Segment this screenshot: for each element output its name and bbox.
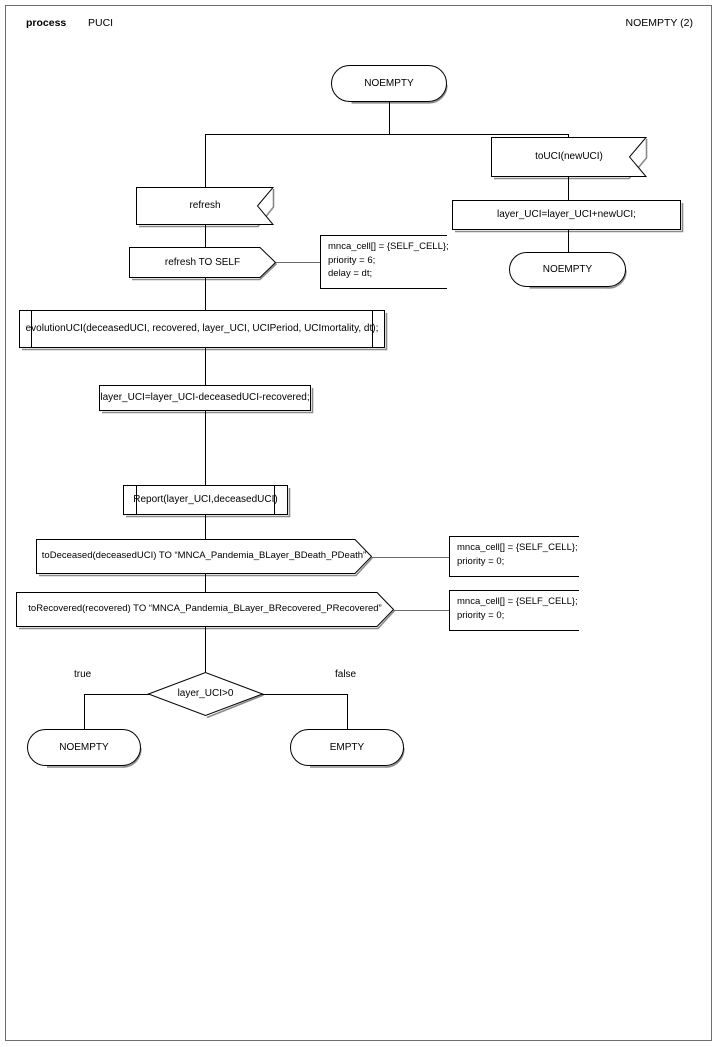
connector-out2-to-out3 [205, 574, 206, 592]
decision-label-false: false [335, 669, 357, 680]
comment-todeceased: mnca_cell[] = {SELF_CELL}; priority = 0; [449, 536, 579, 577]
comment-border-bottom [320, 288, 447, 289]
connector-task-to-state-right [568, 230, 569, 252]
page-frame [5, 5, 712, 1041]
header-page-reference: NOEMPTY (2) [625, 17, 693, 29]
state-false-empty-label: EMPTY [329, 741, 365, 753]
connector-comment-todeceased [372, 557, 450, 558]
input-touci[interactable]: toUCI(newUCI) [491, 137, 648, 180]
output-refresh-to-self-label: refresh TO SELF [164, 256, 241, 268]
output-todeceased[interactable]: toDeceased(deceasedUCI) TO “MNCA_Pandemi… [36, 539, 374, 577]
state-start-noempty[interactable]: NOEMPTY [331, 65, 448, 104]
connector-touci-to-task [568, 177, 569, 200]
input-refresh[interactable]: refresh [136, 187, 275, 228]
comment-border-left [449, 536, 450, 577]
state-right-noempty-label: NOEMPTY [542, 263, 593, 275]
connector-fork-bar [205, 134, 569, 135]
output-todeceased-label: toDeceased(deceasedUCI) TO “MNCA_Pandemi… [41, 550, 367, 562]
output-refresh-to-self[interactable]: refresh TO SELF [129, 247, 278, 281]
task-layer-uci-sub[interactable]: layer_UCI=layer_UCI-deceasedUCI-recovere… [99, 385, 314, 414]
output-torecovered[interactable]: toRecovered(recovered) TO “MNCA_Pandemia… [16, 592, 396, 630]
connector-out3-to-decision [205, 627, 206, 672]
state-right-noempty[interactable]: NOEMPTY [509, 252, 627, 289]
comment-torecovered-text: mnca_cell[] = {SELF_CELL}; priority = 0; [457, 596, 578, 621]
procedure-call-report[interactable]: Report(layer_UCI,deceasedUCI) [123, 485, 291, 518]
comment-border-bottom [449, 630, 579, 631]
connector-decision-false-down [347, 694, 348, 729]
connector-output-to-proc1 [205, 278, 206, 310]
connector-decision-true [84, 694, 149, 695]
comment-refresh-to-self: mnca_cell[] = {SELF_CELL}; priority = 6;… [320, 235, 449, 289]
decision-layer-uci-gt0-label: layer_UCI>0 [177, 688, 234, 700]
task-layer-uci-add-label: layer_UCI=layer_UCI+newUCI; [497, 209, 636, 221]
connector-left-arm [205, 134, 206, 187]
connector-task1-to-proc2 [205, 411, 206, 485]
connector-comment-torecovered [394, 610, 450, 611]
procedure-call-report-label: Report(layer_UCI,deceasedUCI) [133, 494, 278, 506]
connector-start-stem [389, 102, 390, 134]
task-layer-uci-add[interactable]: layer_UCI=layer_UCI+newUCI; [452, 200, 684, 233]
procedure-call-evolutionuci-label: evolutionUCI(deceasedUCI, recovered, lay… [25, 323, 379, 335]
state-true-noempty-label: NOEMPTY [59, 741, 109, 753]
comment-torecovered: mnca_cell[] = {SELF_CELL}; priority = 0; [449, 590, 579, 631]
state-start-label: NOEMPTY [364, 77, 414, 89]
state-false-empty[interactable]: EMPTY [290, 729, 405, 768]
connector-refresh-to-output [205, 225, 206, 247]
decision-layer-uci-gt0[interactable]: layer_UCI>0 [147, 671, 264, 719]
connector-decision-false [262, 694, 348, 695]
comment-border-bottom [449, 576, 579, 577]
comment-border-top [449, 590, 579, 591]
procedure-call-evolutionuci[interactable]: evolutionUCI(deceasedUCI, recovered, lay… [19, 310, 388, 351]
connector-decision-true-down [84, 694, 85, 729]
input-touci-label: toUCI(newUCI) [535, 151, 603, 163]
comment-border-left [320, 235, 321, 289]
comment-border-top [449, 536, 579, 537]
comment-border-top [320, 235, 447, 236]
output-torecovered-label: toRecovered(recovered) TO “MNCA_Pandemia… [28, 603, 382, 615]
comment-todeceased-text: mnca_cell[] = {SELF_CELL}; priority = 0; [457, 542, 578, 567]
state-true-noempty[interactable]: NOEMPTY [27, 729, 142, 768]
header-kind: process [26, 17, 67, 29]
task-layer-uci-sub-label: layer_UCI=layer_UCI-deceasedUCI-recovere… [100, 392, 310, 404]
connector-comment-refresh [276, 262, 321, 263]
comment-refresh-to-self-text: mnca_cell[] = {SELF_CELL}; priority = 6;… [328, 241, 449, 279]
header-process-name: PUCI [88, 17, 114, 29]
input-refresh-label: refresh [189, 200, 221, 212]
connector-proc2-to-out2 [205, 515, 206, 539]
connector-proc1-to-task1 [205, 348, 206, 385]
decision-label-true: true [74, 669, 92, 680]
comment-border-left [449, 590, 450, 631]
